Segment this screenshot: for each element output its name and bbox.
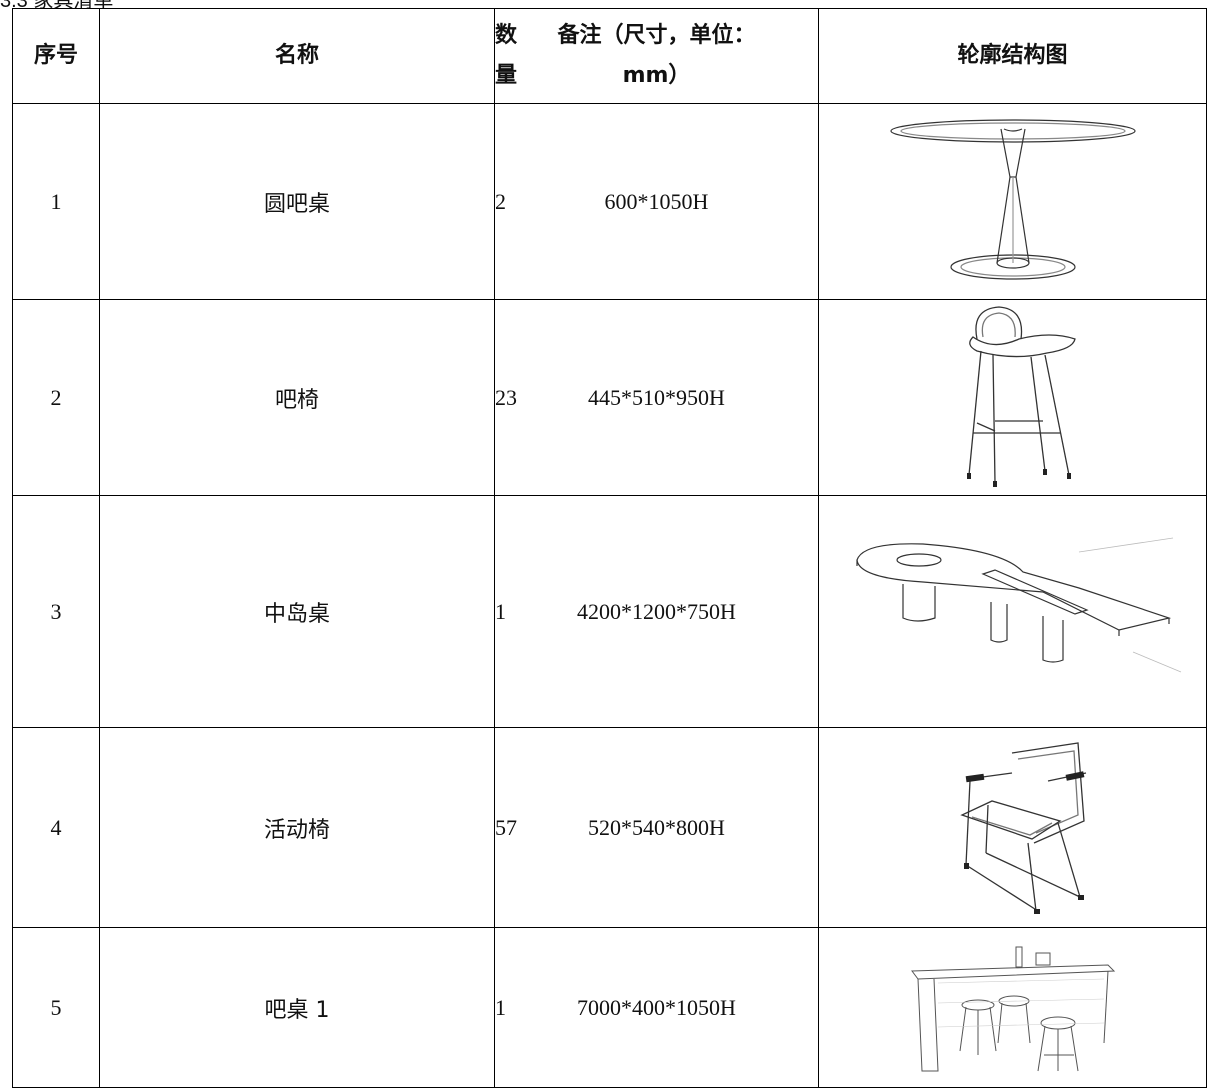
row-name: 中岛桌 (99, 495, 495, 728)
row-outline (818, 727, 1207, 928)
row-name: 圆吧桌 (99, 103, 495, 300)
row-note: 600*1050H (494, 103, 819, 300)
header-row: 序号 名称 数量 备注（尺寸，单位： mm） 轮廓结构图 (12, 8, 1207, 104)
row-index: 5 (12, 927, 100, 1088)
header-note-line2: mm） (622, 63, 691, 88)
bar-stool-drawing (966, 305, 1076, 487)
row-name: 吧桌 1 (99, 927, 495, 1088)
table-row: 2 吧椅 23 445*510*950H (12, 299, 1207, 496)
table-row: 1 圆吧桌 2 600*1050H (12, 103, 1207, 300)
row-outline (818, 927, 1207, 1088)
header-note: 备注（尺寸，单位： mm） (494, 8, 819, 104)
row-index: 2 (12, 299, 100, 496)
table-row: 3 中岛桌 1 4200*1200*750H (12, 495, 1207, 728)
row-index: 1 (12, 103, 100, 300)
row-outline (818, 103, 1207, 300)
island-table-drawing (855, 537, 1181, 672)
furniture-table: 序号 名称 数量 备注（尺寸，单位： mm） 轮廓结构图 1 圆吧桌 2 600… (12, 8, 1207, 1088)
header-outline: 轮廓结构图 (818, 8, 1207, 104)
row-outline (818, 495, 1207, 728)
header-index: 序号 (12, 8, 100, 104)
row-note: 445*510*950H (494, 299, 819, 496)
row-name: 活动椅 (99, 727, 495, 928)
table-row: 5 吧桌 1 1 7000*400*1050H (12, 927, 1207, 1088)
section-caption: 3.3 家具清单 (0, 0, 114, 12)
row-name: 吧椅 (99, 299, 495, 496)
stacking-chair-drawing (959, 741, 1086, 914)
header-name: 名称 (99, 8, 495, 104)
row-note: 7000*400*1050H (494, 927, 819, 1088)
bar-table-drawing (910, 946, 1115, 1071)
row-index: 4 (12, 727, 100, 928)
row-note: 520*540*800H (494, 727, 819, 928)
row-index: 3 (12, 495, 100, 728)
table-row: 4 活动椅 57 520*540*800H (12, 727, 1207, 928)
header-note-line1: 备注（尺寸，单位： (557, 23, 756, 48)
round-bar-table-drawing (889, 118, 1136, 280)
row-note: 4200*1200*750H (494, 495, 819, 728)
row-outline (818, 299, 1207, 496)
